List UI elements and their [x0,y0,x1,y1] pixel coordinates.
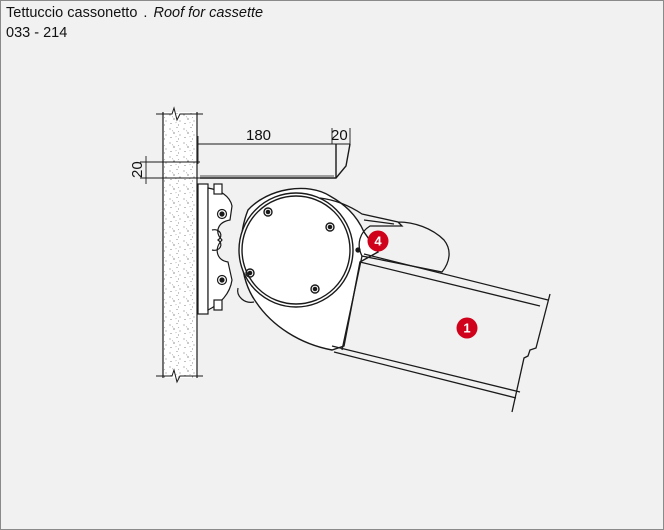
dim-roof-width: 180 [246,127,271,144]
product-code: 033 - 214 [6,25,68,41]
callout-4-badge [367,230,389,252]
cassette-housing [237,187,380,351]
housing-screws [245,207,335,294]
title-row: Tettuccio cassonetto . Roof for cassette [6,3,263,23]
wall-bracket [197,183,233,315]
awning-arm [331,253,551,413]
roof-profile [200,143,351,179]
callout-1-badge [456,317,478,339]
dim-roof-height: 20 [129,161,146,178]
title-italian: Tettuccio cassonetto [6,5,138,21]
callout-1-label: 1 [463,321,470,336]
title-separator: . [143,5,148,21]
front-profile [319,197,450,273]
header: Tettuccio cassonetto . Roof for cassette… [6,3,263,43]
callout-4-label: 4 [374,234,382,249]
wall [156,106,203,384]
callout-1: 1 [456,317,478,339]
title-english: Roof for cassette [153,5,264,21]
callout-4: 4 [367,230,389,252]
roof-dimensions [140,128,351,184]
dim-roof-lip: 20 [331,127,348,144]
